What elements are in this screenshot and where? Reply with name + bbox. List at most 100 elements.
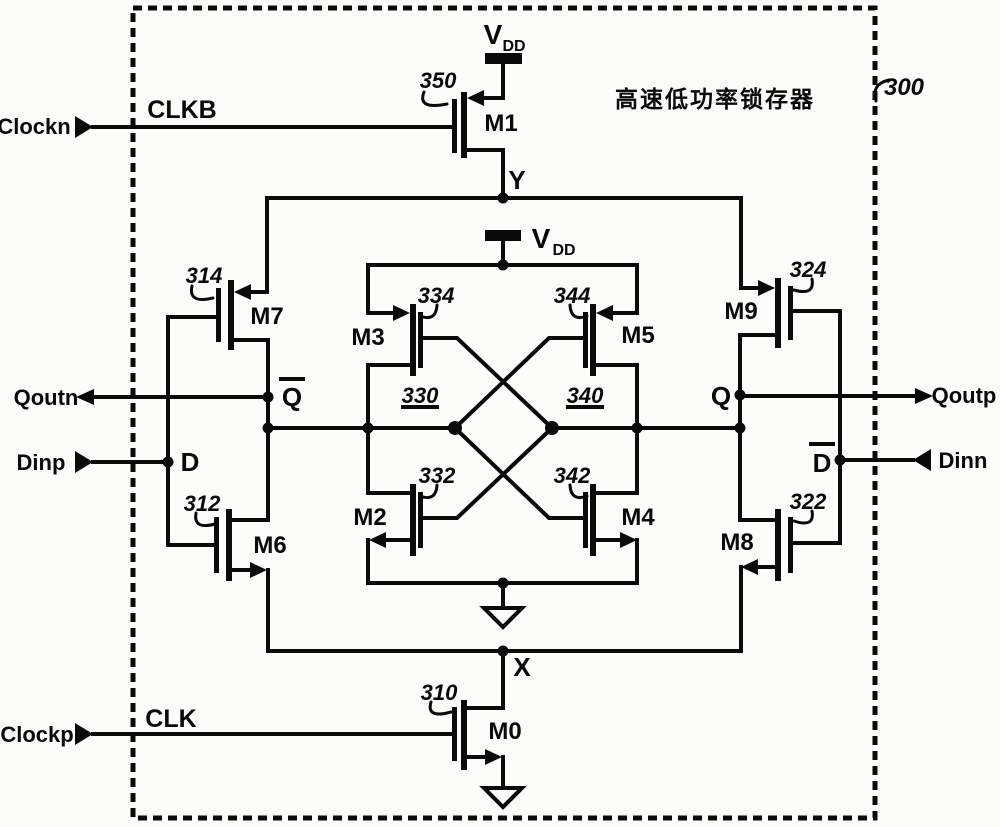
- transistor-m0: [452, 649, 527, 810]
- junction-dot: [631, 422, 643, 434]
- m9-name-label: M9: [724, 298, 757, 325]
- m7-gate-bar: [216, 288, 221, 342]
- transistor-m9: [738, 278, 842, 545]
- m5-gate-cross-wire: [452, 336, 585, 431]
- transistor-m8: [738, 509, 842, 653]
- m7-drain-wire: [232, 338, 270, 522]
- m4-gate-cross-wire: [452, 425, 585, 520]
- transistor-m4: [452, 425, 639, 585]
- m8-gate-bar: [788, 517, 793, 573]
- m8-channel-bar: [775, 509, 781, 581]
- m3-gate-bar: [418, 312, 423, 368]
- m5-drain-wire: [594, 363, 639, 495]
- qoutp-arrow-icon: [915, 388, 933, 404]
- m1-name-label: M1: [484, 110, 517, 137]
- ref-leader-344: [568, 303, 589, 320]
- m7-name-label: M7: [250, 303, 283, 330]
- m9-gate-bar: [788, 286, 793, 340]
- ground-icon-m0: [479, 786, 527, 810]
- dinp-input-triangle-icon: [75, 451, 93, 473]
- transistor-m7: [166, 280, 270, 547]
- m4-ref-label: 342: [554, 463, 591, 488]
- m0-channel-bar: [461, 700, 467, 770]
- inner-vdd-junction-dot: [497, 259, 509, 271]
- m8-ref-label: 322: [790, 489, 827, 514]
- figure-dashed-border: [130, 5, 878, 821]
- clkb-signal-label: CLKB: [147, 96, 216, 124]
- d-junction-dot: [162, 456, 174, 468]
- m6-channel-bar: [226, 509, 232, 581]
- m9-source-arrow-icon: [758, 280, 775, 296]
- m2-gate-cross-wire: [421, 425, 555, 520]
- node-qbar-label: Q: [282, 382, 302, 412]
- m2-source-arrow-icon: [369, 532, 386, 548]
- m0-gate-bar: [452, 707, 457, 761]
- junction-dot: [262, 422, 274, 434]
- vdd-top-label: V: [484, 19, 503, 50]
- y-junction-dot: [497, 192, 509, 204]
- cross-node-right-dot: [545, 421, 559, 435]
- dinn-input-triangle-icon: [913, 449, 931, 471]
- m4-channel-bar: [590, 484, 596, 556]
- ref-leader-310: [428, 700, 453, 716]
- clockp-port-label: Clockp: [0, 722, 73, 747]
- m3-channel-bar: [410, 304, 416, 376]
- m9-m8-gate-wire: [791, 309, 842, 545]
- m7-ref-label: 314: [186, 263, 223, 288]
- qoutn-arrow-icon: [76, 389, 94, 405]
- m8-source-arrow-icon: [741, 559, 758, 575]
- vdd-inner-sub-label: DD: [552, 242, 575, 259]
- block-330-ref-label: 330: [402, 383, 439, 408]
- m1-channel-bar: [461, 92, 467, 158]
- q-junction-dot: [734, 389, 746, 401]
- m9-drain-wire: [738, 333, 777, 522]
- node-q-label: Q: [711, 381, 731, 411]
- ref-leader-334: [418, 303, 439, 320]
- m0-drain-wire: [465, 649, 505, 710]
- m5-ref-label: 344: [554, 283, 591, 308]
- transistor-m3: [366, 304, 555, 495]
- block-340-ref-label: 340: [567, 383, 604, 408]
- m0-source-arrow-icon: [485, 749, 502, 765]
- m6-gate-bar: [214, 517, 219, 573]
- m4-source-arrow-icon: [620, 532, 637, 548]
- schematic-title-zh: 高速低功率锁存器: [615, 86, 815, 112]
- m3-gate-cross-wire: [421, 336, 555, 431]
- m8-name-label: M8: [720, 529, 753, 556]
- clockn-port-label: Clockn: [0, 114, 71, 139]
- ref-leader-350: [421, 90, 449, 107]
- m4-gate-bar: [583, 492, 588, 548]
- m3-ref-label: 334: [418, 283, 455, 308]
- junction-dot: [362, 422, 374, 434]
- vdd-top-symbol: [485, 53, 522, 100]
- figure-ref-label: 300: [884, 74, 925, 101]
- ref-leader-322: [792, 509, 814, 525]
- m1-gate-bar: [452, 99, 457, 153]
- clockn-input-triangle-icon: [75, 116, 93, 138]
- ref-leader-342: [568, 483, 589, 500]
- transistor-m6: [166, 509, 270, 653]
- qbar-junction-dot: [262, 391, 274, 403]
- qoutn-port-label: Qoutn: [14, 385, 79, 410]
- m1-ref-label: 350: [420, 68, 457, 93]
- m6-source-arrow-icon: [250, 562, 267, 578]
- clockp-input-triangle-icon: [75, 723, 93, 745]
- m2-name-label: M2: [353, 504, 386, 531]
- vdd-inner-label: V: [532, 223, 551, 254]
- clk-signal-label: CLK: [145, 705, 196, 733]
- m0-name-label: M0: [488, 718, 521, 745]
- ref-leader-314: [189, 284, 215, 301]
- node-x-label: X: [513, 652, 531, 682]
- vdd-inner-bar-icon: [485, 230, 521, 241]
- m0-ref-label: 310: [421, 680, 458, 705]
- m2-gate-bar: [418, 492, 423, 548]
- m3-name-label: M3: [351, 324, 384, 351]
- ground-icon: [479, 606, 527, 630]
- m5-gate-bar: [583, 312, 588, 368]
- cross-node-left-dot: [448, 421, 462, 435]
- ref-leader-312: [194, 511, 217, 528]
- dinn-port-label: Dinn: [939, 448, 988, 473]
- junction-dot: [734, 422, 746, 434]
